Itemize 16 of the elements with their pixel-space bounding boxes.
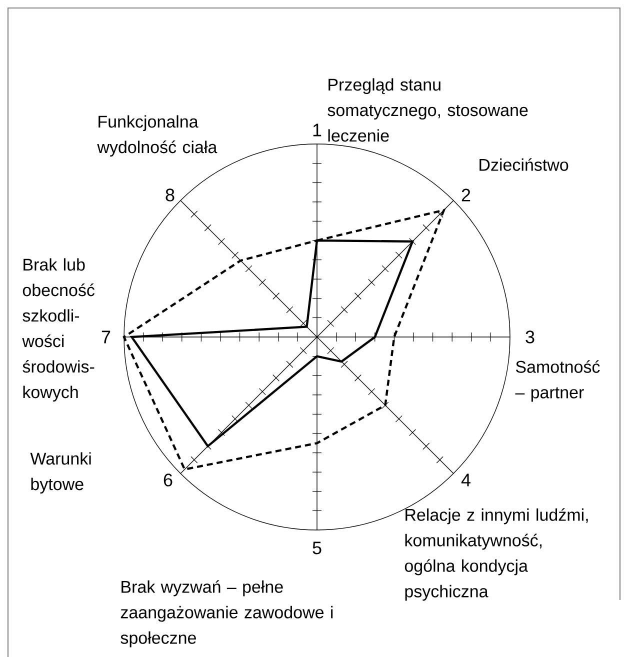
- axis-label: Relacje z innymi ludźmi, komunikatywność, ogólna kondycja psychiczna: [404, 508, 588, 601]
- axis-label: Funkcjonalna wydolność ciała: [97, 115, 218, 157]
- axis-label: Warunki bytowe: [30, 452, 91, 494]
- axis-number: 3: [526, 330, 534, 344]
- axis-number: 4: [461, 474, 470, 486]
- axis-number: 5: [312, 542, 322, 554]
- axis-number: 6: [164, 474, 172, 486]
- axis-number: 8: [166, 188, 174, 202]
- axis-number: 7: [102, 330, 110, 344]
- axis-number: 1: [313, 124, 322, 136]
- axis-number: 2: [462, 188, 470, 202]
- axis-label: Brak lub obecność szkodli-wości środowis-kowych: [22, 258, 94, 402]
- axis-label: Samotność – partner: [515, 360, 600, 402]
- axis-label: Dzieciństwo: [480, 158, 568, 171]
- axis-label: Przegląd stanu somatycznego, stosowane leczenie: [328, 78, 528, 142]
- axis-label: Brak wyzwań – pełne zaangażowanie zawodowe i społeczne: [120, 580, 333, 648]
